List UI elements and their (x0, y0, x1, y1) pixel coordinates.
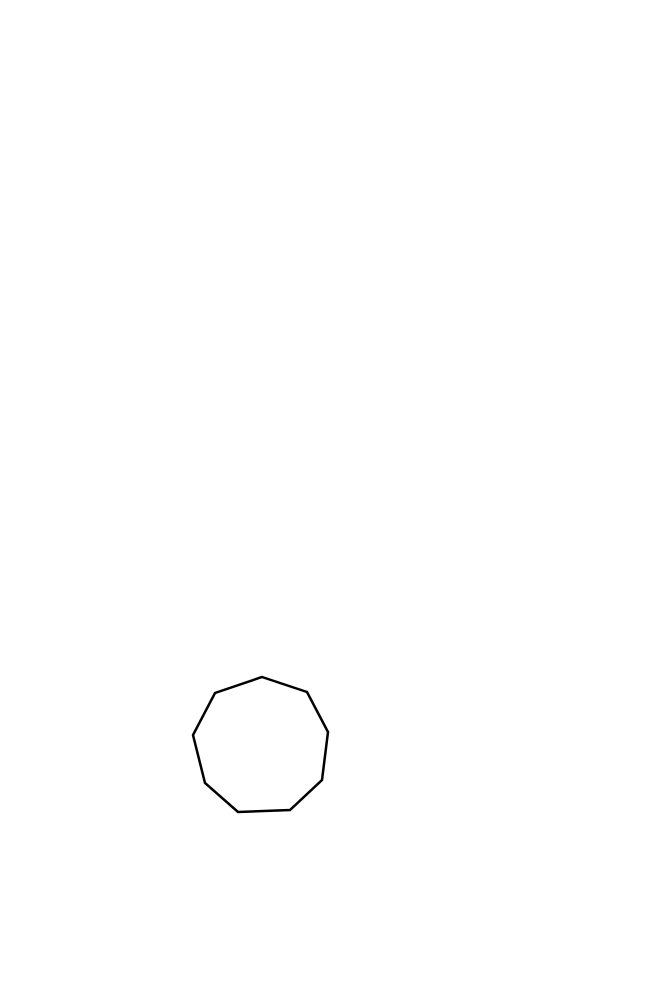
led-module-outline (191, 675, 330, 814)
